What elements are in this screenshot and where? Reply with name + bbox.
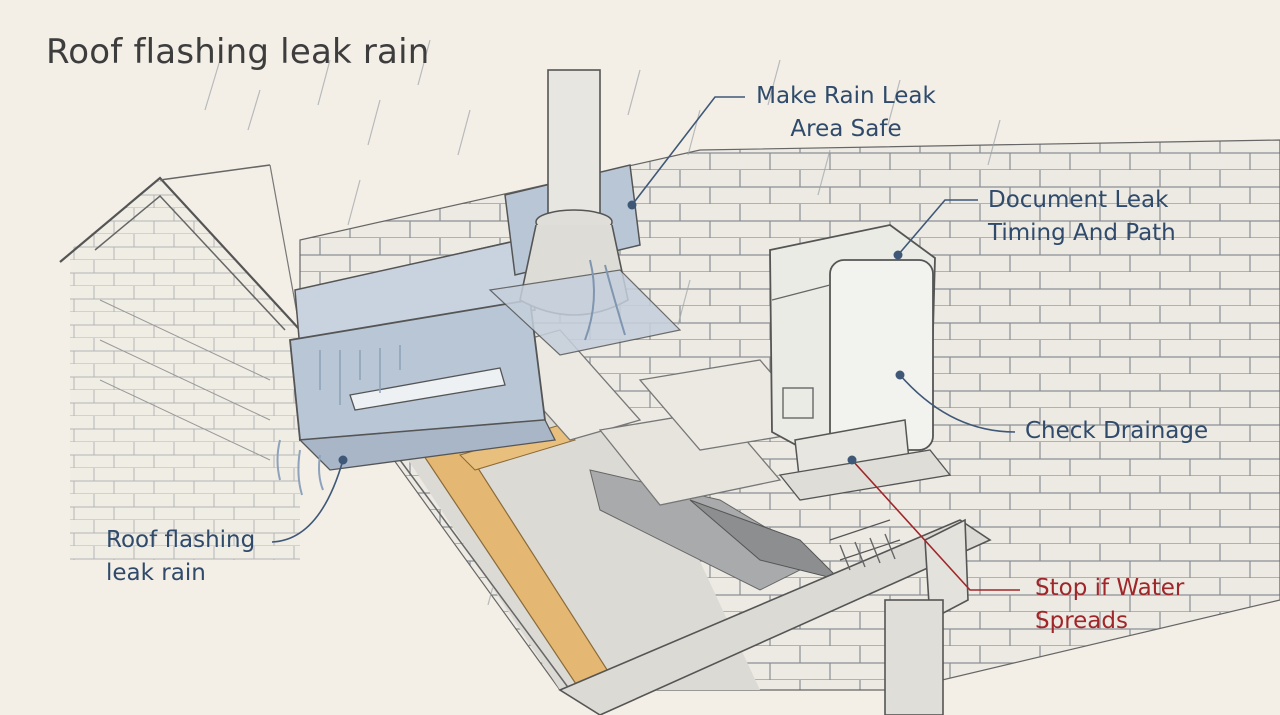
callout-line: leak rain <box>106 560 206 586</box>
leader-dot-make-safe <box>627 200 637 210</box>
page-title: Roof flashing leak rain <box>46 32 430 72</box>
callout-line: Spreads <box>1035 608 1128 634</box>
leader-stop <box>851 459 1020 591</box>
callout-stop-if-water-spreads: Stop if Water Spreads <box>1035 572 1235 638</box>
leader-dot-drainage <box>895 370 905 380</box>
leader-dot-stop <box>847 455 857 465</box>
leader-make-safe <box>631 96 745 206</box>
leader-lines <box>271 96 1020 591</box>
leader-dot-document <box>893 250 903 260</box>
callout-line: Check Drainage <box>1025 418 1209 444</box>
callout-document-leak-timing: Document Leak Timing And Path <box>988 184 1238 250</box>
callout-line: Area Safe <box>790 116 902 142</box>
leader-flashing <box>271 459 344 543</box>
electrical-box-icon <box>769 224 952 501</box>
step-flashing <box>289 239 556 471</box>
callout-line: Document Leak <box>988 187 1169 213</box>
callout-check-drainage: Check Drainage <box>1025 415 1265 448</box>
callout-make-rain-leak-area-safe: Make Rain Leak Area Safe <box>750 80 942 146</box>
pipe-vent-icon <box>488 69 682 356</box>
callout-line: Roof flashing <box>106 527 256 553</box>
leader-document <box>897 199 978 256</box>
gutter-downspout-icon <box>558 518 992 715</box>
left-gable <box>59 164 301 560</box>
callout-roof-flashing-leak-rain: Roof flashing leak rain <box>106 524 286 590</box>
leader-dot-flashing <box>338 455 348 465</box>
callout-line: Make Rain Leak <box>756 83 936 109</box>
water-drips <box>276 439 324 496</box>
callout-line: Timing And Path <box>988 220 1176 246</box>
callout-line: Stop if Water <box>1035 575 1185 601</box>
leader-drainage <box>899 374 1016 433</box>
